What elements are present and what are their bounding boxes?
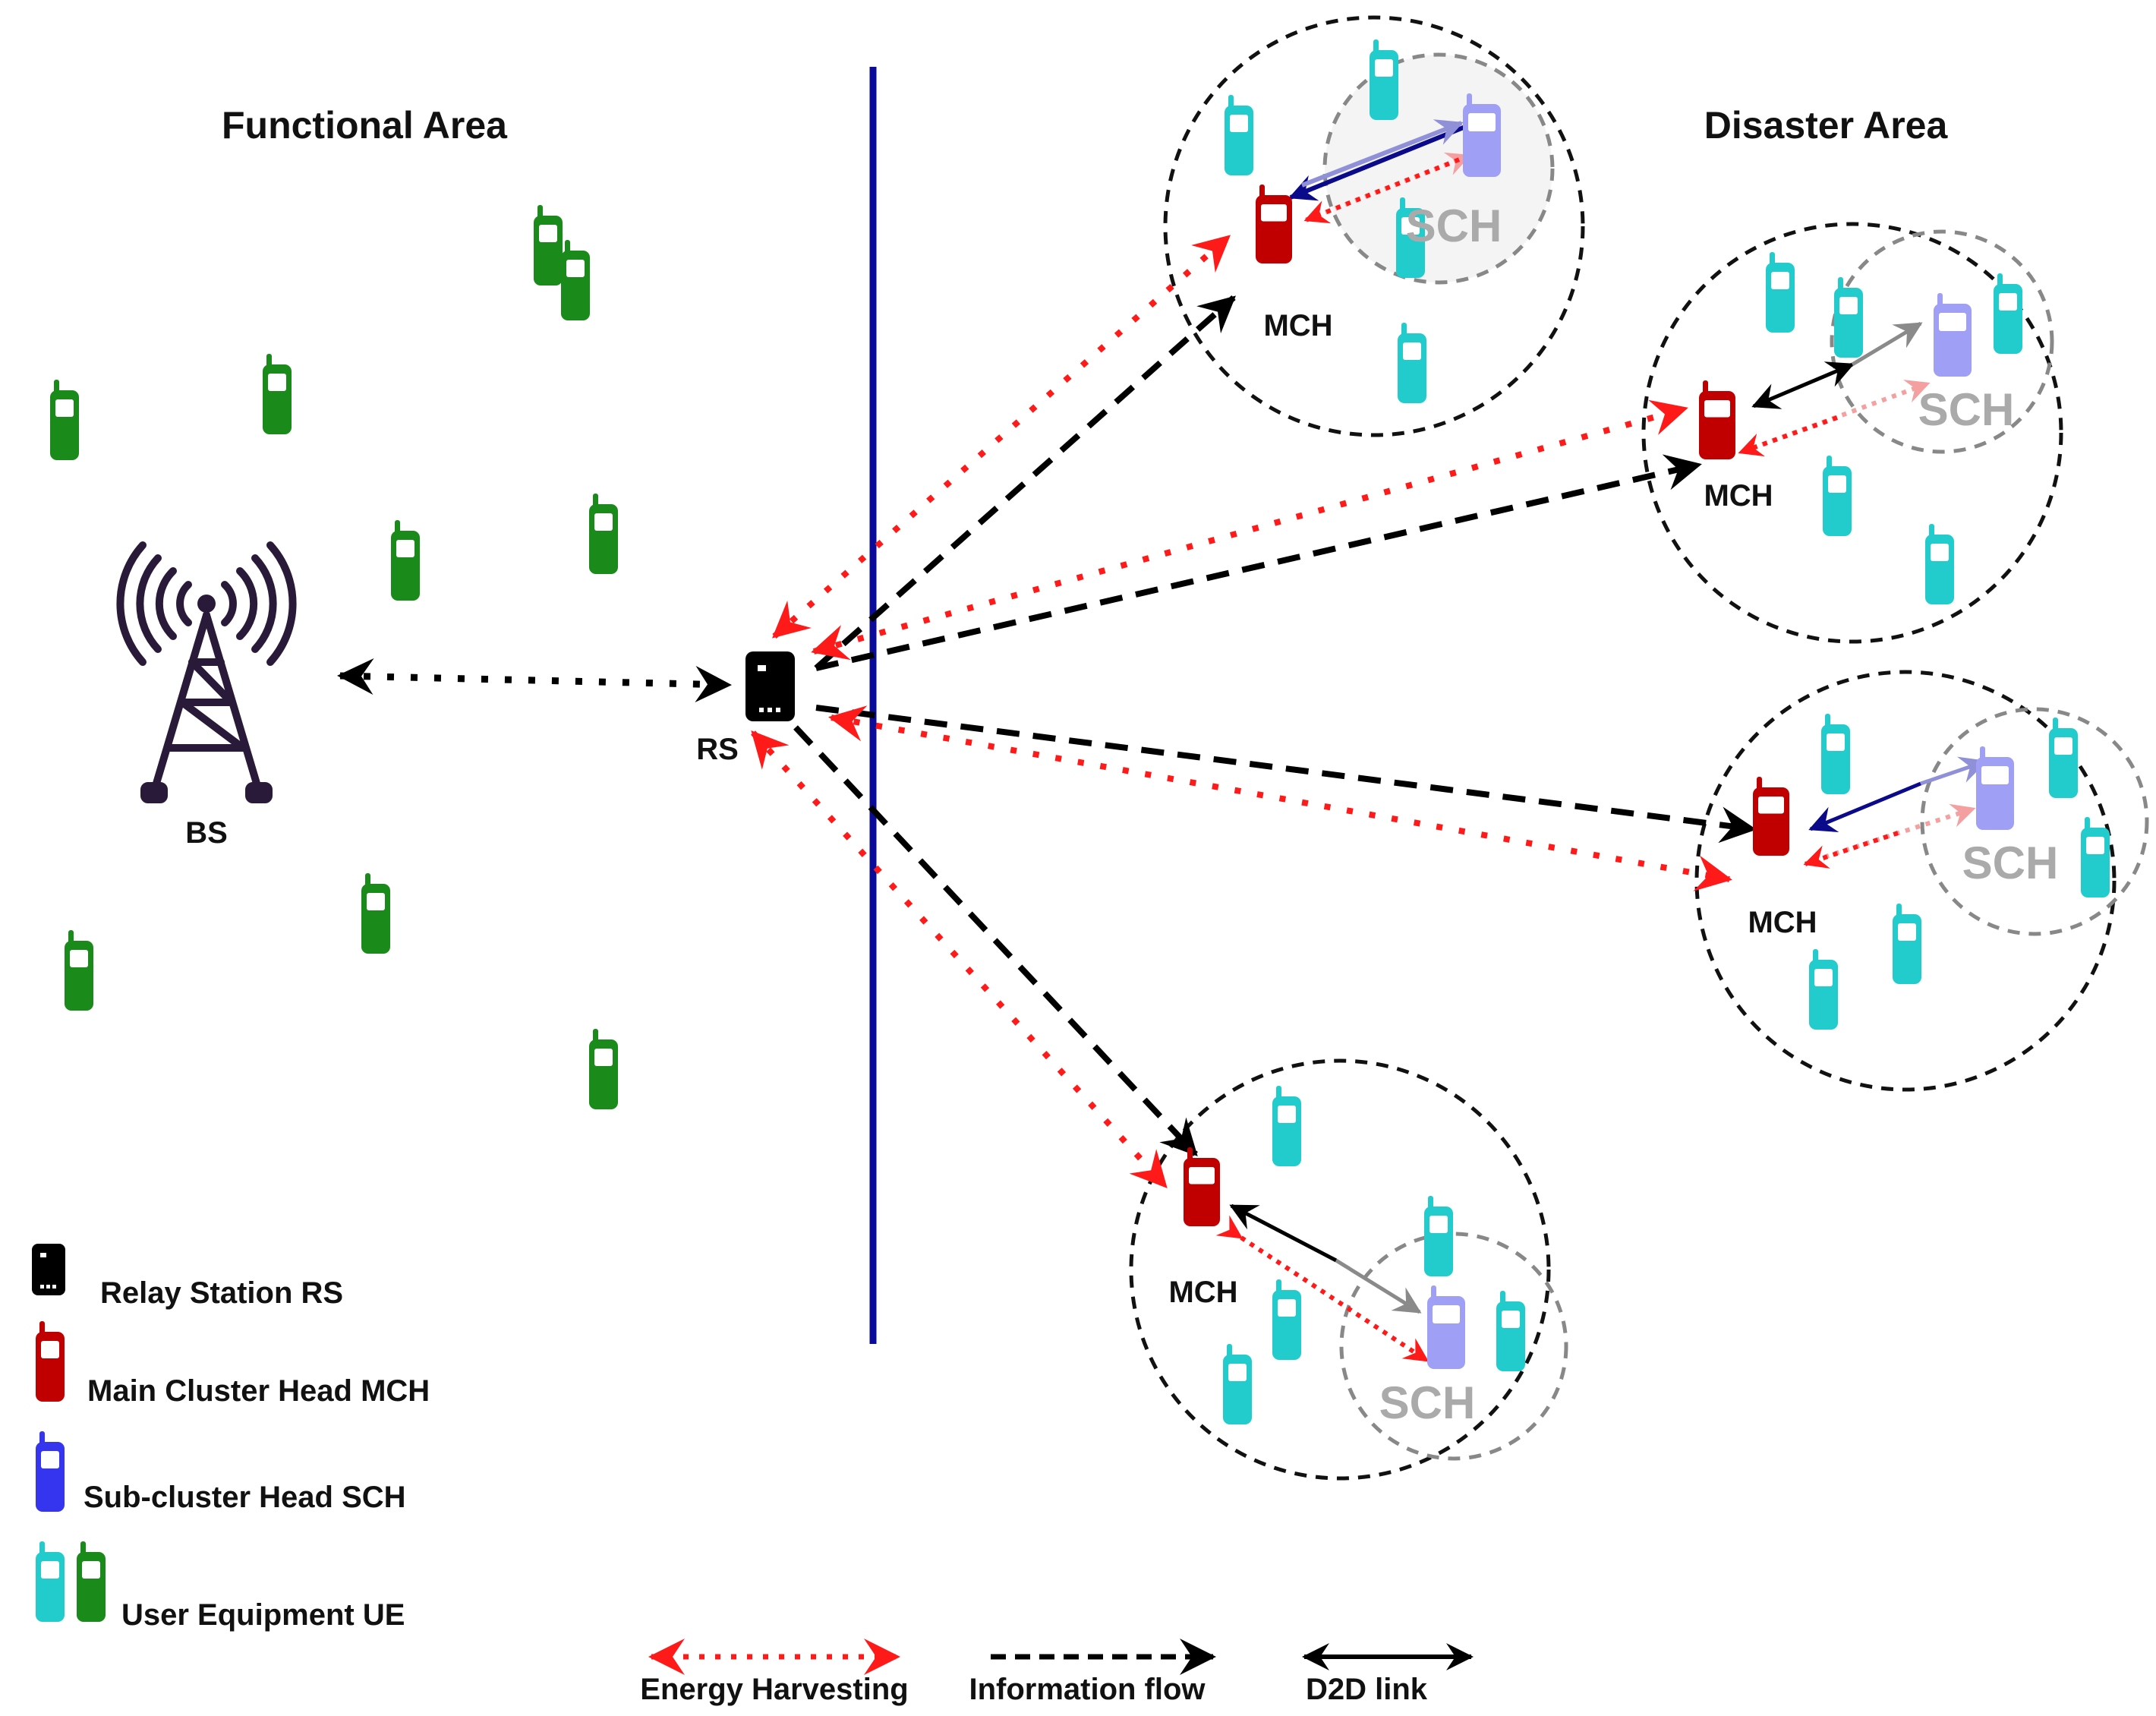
legend-relay-label: Relay Station RS	[100, 1276, 343, 1310]
ue-phone-disaster-11	[2049, 718, 2078, 798]
legend-ue-label: User Equipment UE	[121, 1598, 405, 1632]
info-flow-link-3	[815, 705, 1757, 844]
mch-phone-2	[1699, 380, 1735, 459]
link-legend: Energy Harvesting Information flow D2D l…	[640, 1639, 1474, 1706]
ue-phone-disaster-15	[1272, 1086, 1301, 1166]
mch-phone-3	[1753, 777, 1789, 856]
ue-phone-functional-6	[589, 494, 618, 574]
d2d-link-2-gray	[1851, 321, 1923, 367]
d2d-link-3-lav	[1920, 756, 1987, 786]
eh-link-3-a	[1814, 803, 1976, 863]
mch-label-3: MCH	[1748, 906, 1817, 939]
legend-mch-icon	[36, 1321, 65, 1402]
ue-phone-functional-1	[534, 205, 563, 285]
ue-phone-disaster-16	[1424, 1196, 1453, 1276]
user-equipment-layer	[36, 39, 2110, 1622]
mch-label-1: MCH	[1263, 309, 1332, 342]
legend-ue-cyan-icon	[36, 1541, 65, 1622]
d2d-link-3-navy	[1808, 781, 1921, 833]
energy-link-4	[751, 730, 1168, 1188]
legend-info-label: Information flow	[969, 1673, 1206, 1706]
disaster-area-label: Disaster Area	[1704, 104, 1949, 147]
legend-relay-icon	[32, 1244, 65, 1295]
ue-phone-disaster-9	[1925, 524, 1954, 604]
cluster-2-circle	[1641, 222, 2063, 644]
eh-link-3-b	[1803, 831, 1899, 869]
info-flow-link-2	[815, 454, 1702, 671]
legend-energy-label: Energy Harvesting	[640, 1673, 908, 1706]
sch-label-1: SCH	[1406, 200, 1502, 251]
d2d-link-2	[1751, 361, 1855, 409]
sch-label-4: SCH	[1379, 1377, 1476, 1428]
ue-phone-disaster-1	[1370, 39, 1398, 120]
ue-phone-disaster-19	[1496, 1291, 1525, 1371]
mch-label-4: MCH	[1168, 1276, 1237, 1309]
cell-tower-icon	[116, 541, 297, 803]
mch-phone-1	[1256, 185, 1292, 263]
bs-label: BS	[185, 816, 228, 850]
ue-phone-disaster-17	[1272, 1279, 1301, 1360]
ue-phone-functional-8	[65, 930, 93, 1011]
sub-cluster-3-circle	[1920, 707, 2149, 936]
ue-phone-functional-9	[589, 1029, 618, 1109]
ue-phone-functional-7	[361, 873, 390, 954]
info-flow-link-4	[793, 725, 1198, 1156]
sch-label-2: SCH	[1918, 384, 2015, 435]
eh-link-2-b	[1738, 415, 1839, 457]
ue-phone-disaster-8	[1823, 456, 1852, 536]
ue-phone-disaster-18	[1223, 1344, 1252, 1424]
legend-sch-label: Sub-cluster Head SCH	[84, 1481, 406, 1514]
info-flow-link-bs-rs	[337, 658, 732, 702]
node-legend: Relay Station RS Main Cluster Head MCH S…	[32, 1244, 430, 1632]
ue-phone-disaster-10	[1821, 714, 1850, 794]
ue-phone-functional-5	[391, 520, 420, 601]
energy-link-3	[828, 705, 1732, 891]
legend-ue-green-icon	[77, 1541, 106, 1622]
energy-link-2	[811, 399, 1688, 661]
ue-phone-functional-2	[561, 240, 590, 320]
ue-phone-disaster-13	[1893, 904, 1921, 984]
ue-phone-disaster-6	[1834, 277, 1863, 358]
ue-phone-functional-3	[263, 354, 292, 434]
d2d-link-1-mch-to-sch	[1300, 119, 1464, 188]
sch-label-3: SCH	[1962, 837, 2059, 888]
ue-phone-functional-4	[50, 380, 79, 460]
ue-phone-disaster-7	[1994, 273, 2022, 354]
legend-mch-label: Main Cluster Head MCH	[87, 1374, 430, 1408]
d2d-link-4-gray	[1335, 1258, 1422, 1314]
mch-label-2: MCH	[1704, 479, 1773, 513]
eh-link-1-b	[1303, 153, 1470, 224]
legend-d2d-label: D2D link	[1306, 1673, 1428, 1706]
sch-phone-1	[1463, 93, 1501, 177]
ue-phone-disaster-14	[1809, 949, 1838, 1030]
sch-phone-3	[1976, 746, 2014, 830]
legend-sch-icon	[36, 1431, 65, 1512]
ue-phone-disaster-2	[1225, 95, 1253, 175]
functional-area-label: Functional Area	[222, 104, 508, 147]
intra-cluster-links	[1215, 119, 1987, 1363]
info-flow-link-1	[814, 295, 1236, 670]
energy-harvesting-links	[751, 234, 1732, 1188]
ue-phone-disaster-12	[2081, 817, 2110, 897]
ue-phone-disaster-3	[1396, 197, 1425, 278]
relay-station-icon	[745, 651, 795, 721]
energy-link-1	[771, 234, 1231, 639]
sch-phone-2	[1934, 293, 1972, 377]
ue-phone-disaster-5	[1766, 252, 1795, 333]
sub-cluster-4-circle	[1339, 1232, 1568, 1461]
sub-cluster-2-circle	[1830, 229, 2054, 454]
ue-phone-disaster-4	[1398, 323, 1426, 403]
cluster-3-circle	[1694, 670, 2117, 1092]
sch-phone-4	[1427, 1285, 1465, 1369]
d2d-link-4	[1229, 1203, 1338, 1263]
rs-label: RS	[696, 733, 739, 766]
information-flow-links	[337, 295, 1757, 1156]
mch-phone-4	[1184, 1147, 1220, 1226]
cluster-4-circle	[1129, 1058, 1551, 1481]
